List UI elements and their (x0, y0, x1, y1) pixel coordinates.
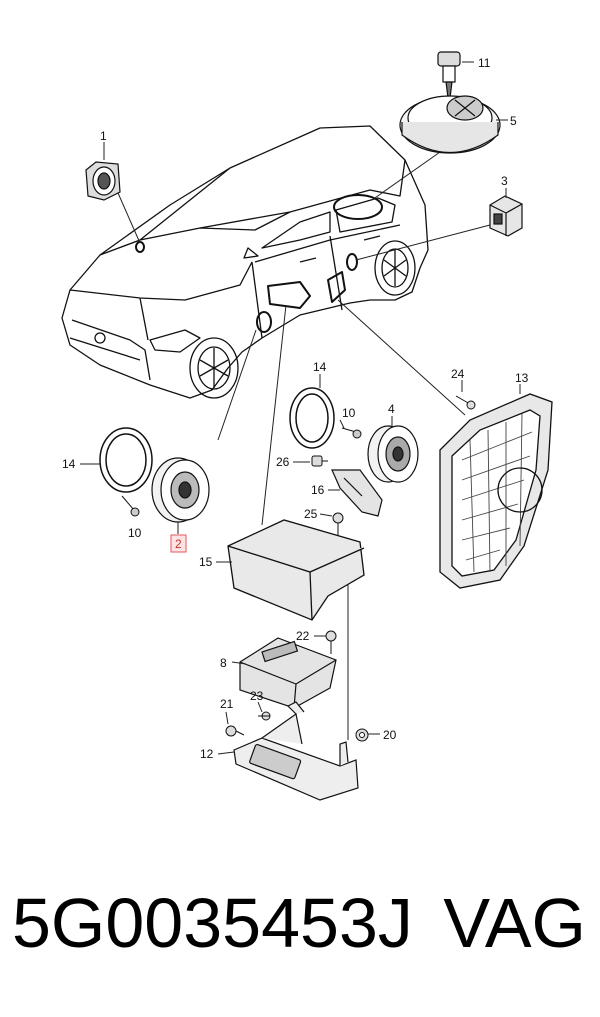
part-12-bracket (233, 701, 359, 801)
part-3-module (489, 195, 523, 237)
leader-lines (117, 144, 491, 740)
callout-4: 4 (388, 402, 395, 416)
part-8-amplifier (239, 637, 337, 709)
part-11-connector (437, 51, 461, 99)
part-10-screw-right (341, 427, 362, 439)
car-illustration (61, 125, 429, 399)
callout-22: 22 (296, 629, 310, 643)
part-5-subwoofer (399, 95, 501, 154)
callout-12: 12 (200, 747, 214, 761)
part-20-nut (355, 728, 369, 742)
callout-10a: 10 (342, 406, 356, 420)
part-22-screw (325, 630, 337, 654)
part-10-screw-left (121, 495, 140, 517)
callout-8: 8 (220, 656, 227, 670)
part-13-door-carrier (439, 393, 553, 589)
part-4-speaker (367, 425, 419, 483)
callout-5: 5 (510, 114, 517, 128)
callout-ticks (80, 61, 521, 755)
callout-2-highlight (170, 534, 187, 553)
part-15-cover (227, 519, 365, 621)
callout-3: 3 (501, 174, 508, 188)
callout-21: 21 (220, 697, 234, 711)
part-14-ring-left (99, 427, 153, 493)
parts-diagram: 1 11 5 3 14 24 13 10 4 14 26 16 25 10 2 … (61, 51, 553, 801)
callout-13: 13 (515, 371, 529, 385)
part-23-screw (258, 711, 271, 721)
callout-1: 1 (100, 129, 107, 143)
part-2-speaker (151, 457, 210, 523)
callout-25: 25 (304, 507, 318, 521)
callout-10b: 10 (128, 526, 142, 540)
callout-23: 23 (250, 689, 264, 703)
callout-14b: 14 (62, 457, 76, 471)
callout-24: 24 (451, 367, 465, 381)
callout-16: 16 (311, 483, 325, 497)
callout-26: 26 (276, 455, 290, 469)
part-1-tweeter (85, 161, 121, 201)
callout-20: 20 (383, 728, 397, 742)
brand-label: VAG (443, 884, 586, 962)
part-number-label: 5G0035453J (12, 884, 413, 962)
callout-11: 11 (478, 56, 491, 70)
part-16-bracket (331, 469, 383, 517)
part-24-screw (455, 395, 476, 410)
part-14-ring-right (289, 387, 335, 449)
callout-2: 2 (175, 537, 182, 551)
part-26-clip (311, 455, 328, 467)
part-21-screw (225, 725, 245, 737)
callout-14a: 14 (313, 360, 327, 374)
callout-15: 15 (199, 555, 213, 569)
